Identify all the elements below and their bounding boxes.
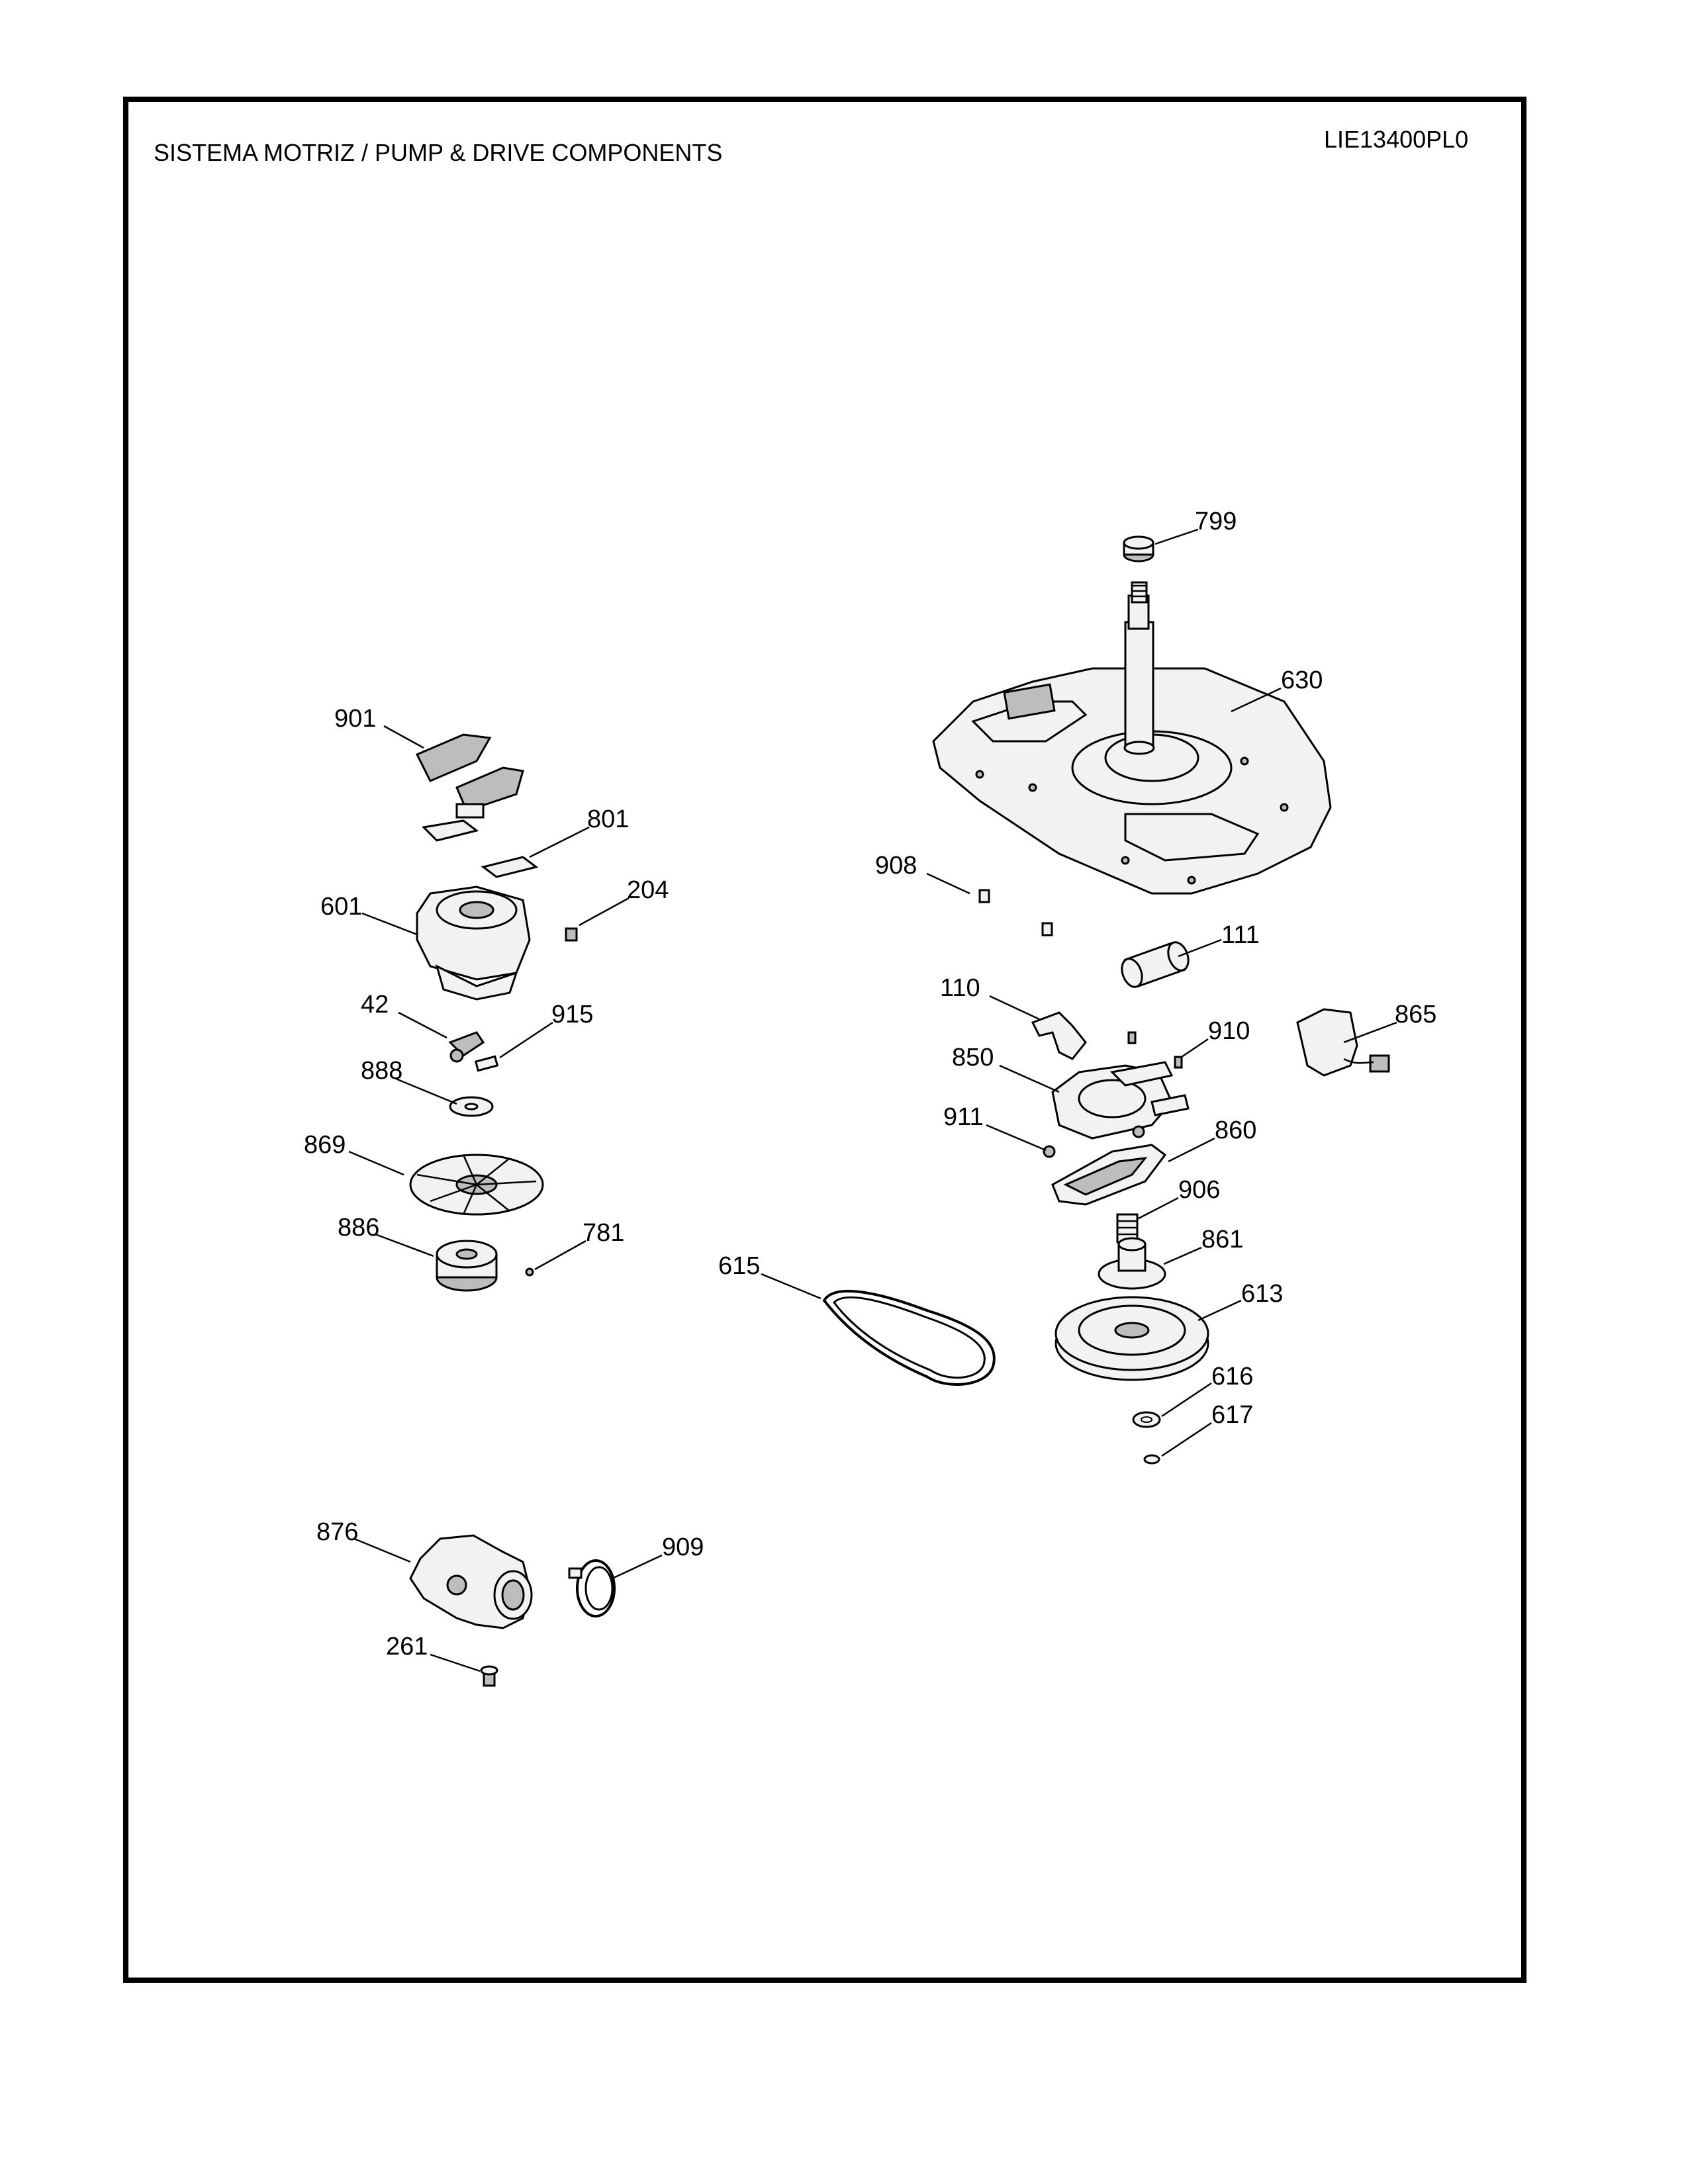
callout-42: 42 xyxy=(361,991,389,1019)
part-911-screws xyxy=(1043,1125,1145,1158)
diagram-frame xyxy=(123,97,1526,1983)
callout-617: 617 xyxy=(1211,1401,1253,1429)
callout-876: 876 xyxy=(316,1518,358,1546)
part-908-clips xyxy=(978,889,1053,936)
part-901-brackets xyxy=(415,733,524,819)
part-861-gear xyxy=(1098,1237,1166,1290)
model-number: LIE13400PL0 xyxy=(1324,126,1469,153)
callout-616: 616 xyxy=(1211,1363,1253,1390)
part-617-ring xyxy=(1143,1454,1160,1465)
callout-861: 861 xyxy=(1201,1226,1243,1253)
part-876-pump xyxy=(409,1534,533,1629)
callout-888: 888 xyxy=(361,1057,402,1085)
part-886-pulley xyxy=(436,1240,498,1292)
callout-886: 886 xyxy=(338,1214,379,1242)
callout-906: 906 xyxy=(1178,1176,1220,1204)
part-781-ball xyxy=(525,1267,534,1277)
callout-613: 613 xyxy=(1241,1280,1283,1308)
part-42-lever xyxy=(448,1031,485,1063)
callout-850: 850 xyxy=(952,1044,994,1071)
part-860-cover xyxy=(1051,1144,1167,1206)
callout-111: 111 xyxy=(1221,921,1260,949)
callout-915: 915 xyxy=(551,1001,593,1028)
callout-204: 204 xyxy=(627,876,669,904)
part-261-screw xyxy=(480,1665,498,1687)
part-204-clip xyxy=(565,927,578,942)
part-801-pads xyxy=(421,819,539,878)
part-910-screws xyxy=(1127,1031,1183,1069)
callout-110: 110 xyxy=(940,974,980,1002)
callout-911: 911 xyxy=(943,1103,984,1131)
part-630-base-plate xyxy=(932,581,1332,895)
callout-901: 901 xyxy=(334,705,376,733)
leader-lines xyxy=(348,528,1397,1672)
part-799-nut xyxy=(1123,535,1154,563)
callout-601: 601 xyxy=(320,893,362,921)
part-613-drive-pulley xyxy=(1055,1296,1209,1381)
part-888-washer xyxy=(449,1096,494,1117)
callout-261: 261 xyxy=(386,1633,428,1661)
part-915-pin xyxy=(474,1055,499,1072)
part-616-washer xyxy=(1132,1411,1161,1428)
callout-801: 801 xyxy=(587,805,629,833)
callout-865: 865 xyxy=(1395,1001,1436,1028)
part-865-sensor xyxy=(1296,1008,1390,1077)
part-615-belt xyxy=(822,1289,996,1386)
callout-908: 908 xyxy=(875,852,917,880)
part-110-strap xyxy=(1031,1011,1087,1060)
page-title: SISTEMA MOTRIZ / PUMP & DRIVE COMPONENTS xyxy=(154,139,723,166)
callout-615: 615 xyxy=(718,1252,760,1280)
callout-799: 799 xyxy=(1195,508,1237,535)
callout-labels: 799 630 901 801 908 204 601 111 110 865 … xyxy=(304,508,1436,1661)
part-906-spring xyxy=(1116,1213,1139,1244)
part-850-bracket xyxy=(1051,1061,1190,1140)
callout-630: 630 xyxy=(1281,666,1323,694)
part-909-clamp xyxy=(568,1559,616,1617)
part-601-motor xyxy=(416,886,531,1001)
callout-909: 909 xyxy=(662,1533,704,1561)
part-869-fan xyxy=(409,1154,544,1216)
callout-910: 910 xyxy=(1208,1017,1250,1045)
callout-860: 860 xyxy=(1215,1116,1256,1144)
callout-781: 781 xyxy=(583,1219,624,1247)
callout-869: 869 xyxy=(304,1131,346,1159)
part-111-capacitor xyxy=(1121,941,1190,988)
